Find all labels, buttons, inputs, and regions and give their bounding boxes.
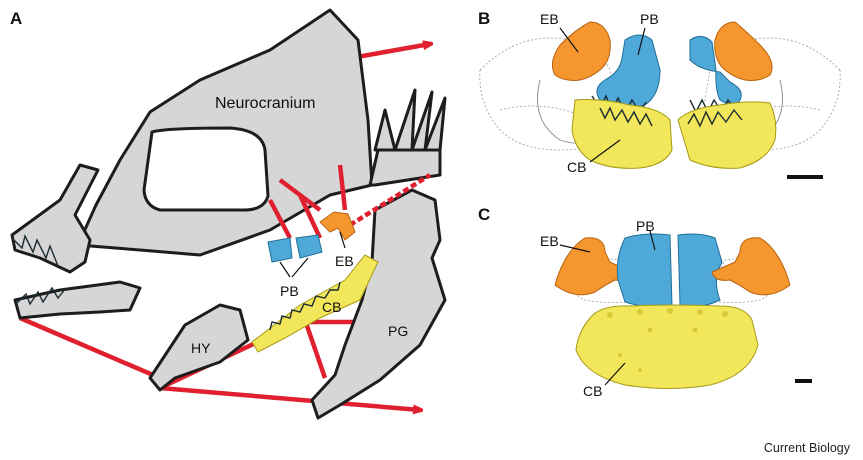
- panel-letter-b: B: [478, 9, 490, 28]
- pb-element-c-left: [617, 234, 672, 307]
- muscle-line: [160, 388, 420, 410]
- cb-label-c: CB: [583, 383, 602, 399]
- pb-label-c: PB: [636, 218, 655, 234]
- lower-jaw-bone: [15, 282, 140, 318]
- pb-leader-a: [292, 258, 308, 277]
- pb-label-b: PB: [640, 11, 659, 27]
- eb-label-a: EB: [335, 253, 354, 269]
- cb-label-b: CB: [567, 159, 586, 175]
- muscle-line: [20, 318, 160, 378]
- pg-label: PG: [388, 323, 408, 339]
- pb-element-a2: [296, 235, 322, 258]
- pb-leader-a: [280, 262, 290, 277]
- panel-a: A Neurocranium EB PB CB HY PG: [10, 9, 445, 418]
- panel-letter-a: A: [10, 9, 22, 28]
- panel-c: C EB PB CB: [478, 205, 812, 399]
- eb-label-c: EB: [540, 233, 559, 249]
- eb-label-b: EB: [540, 11, 559, 27]
- hy-label: HY: [191, 340, 211, 356]
- eb-element-c-right: [712, 238, 790, 295]
- eb-element-a: [320, 212, 355, 240]
- journal-credit: Current Biology: [764, 441, 851, 455]
- eb-element-b-right: [715, 22, 772, 80]
- dorsal-fin-rays: [370, 90, 445, 185]
- eb-element-b-left: [552, 22, 610, 80]
- cb-element-b-right: [678, 102, 776, 168]
- cb-label-a: CB: [322, 299, 341, 315]
- neurocranium-label: Neurocranium: [215, 95, 315, 112]
- upper-jaw-bone: [12, 165, 98, 272]
- pb-element-a1: [268, 238, 292, 262]
- panel-b: B EB PB CB: [478, 9, 840, 177]
- pb-label-a: PB: [280, 283, 299, 299]
- panel-letter-c: C: [478, 205, 490, 224]
- muscle-line: [305, 320, 325, 378]
- cb-element-c: [576, 305, 758, 389]
- orbit-hole: [144, 128, 268, 210]
